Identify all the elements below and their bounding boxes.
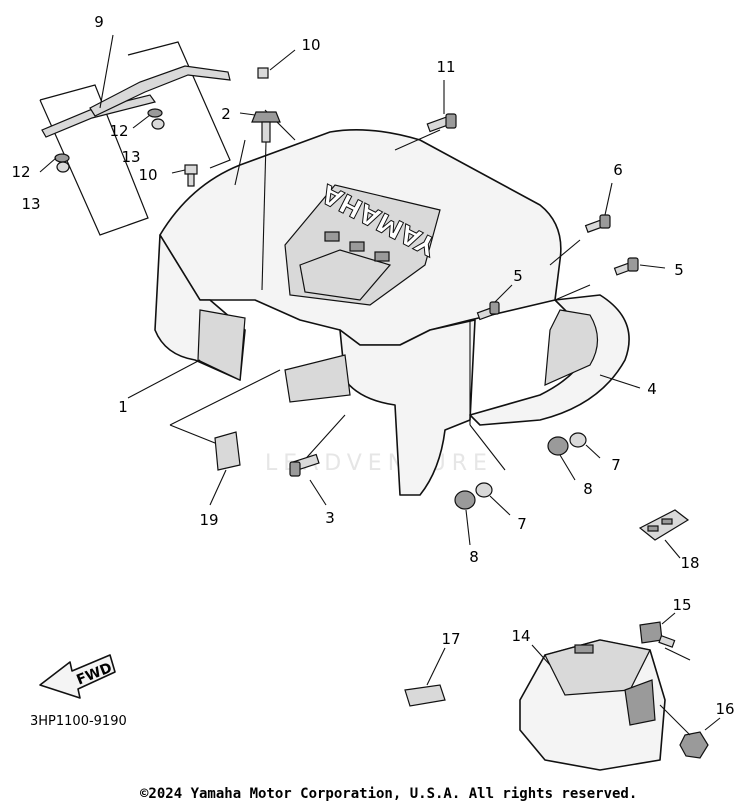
callout-1: 1 xyxy=(118,398,128,416)
callout-4: 4 xyxy=(647,380,657,398)
callout-13a: 13 xyxy=(121,148,140,166)
callout-labels: 1 2 3 4 5 5 6 7 7 8 8 9 10 10 11 12 12 1… xyxy=(11,13,734,718)
callout-8a: 8 xyxy=(583,480,593,498)
callout-14: 14 xyxy=(511,627,530,645)
callout-7b: 7 xyxy=(517,515,527,533)
diagram-part-code: 3HP1100-9190 xyxy=(30,714,127,729)
callout-7a: 7 xyxy=(611,456,621,474)
bolt-fasteners xyxy=(171,49,666,546)
callout-16: 16 xyxy=(715,700,734,718)
part-15-16-hardware xyxy=(639,612,721,759)
part-4-side-cover xyxy=(469,294,641,426)
callout-6: 6 xyxy=(613,161,623,179)
forward-direction-arrow: FWD xyxy=(39,654,116,699)
part-17-pad xyxy=(404,647,446,707)
callout-10b: 10 xyxy=(138,166,157,184)
part-9-bracket-group xyxy=(39,34,231,236)
assembly-leader-lines xyxy=(127,109,591,471)
callout-9: 9 xyxy=(94,13,104,31)
callout-2: 2 xyxy=(221,105,231,123)
callout-5a: 5 xyxy=(513,267,523,285)
callout-12a: 12 xyxy=(109,122,128,140)
callout-18: 18 xyxy=(680,554,699,572)
part-19-plate xyxy=(209,431,241,506)
part-1-rear-fender: YAMAHA xyxy=(154,128,562,496)
part-14-storage-box xyxy=(519,639,666,771)
callout-10a: 10 xyxy=(301,36,320,54)
callout-8b: 8 xyxy=(469,548,479,566)
callout-19: 19 xyxy=(199,511,218,529)
part-18-clip xyxy=(638,509,690,559)
callout-5b: 5 xyxy=(674,261,684,279)
part-12-13-clips xyxy=(39,108,165,173)
callout-11: 11 xyxy=(436,58,455,76)
callout-17: 17 xyxy=(441,630,460,648)
copyright-notice: ©2024 Yamaha Motor Corporation, U.S.A. A… xyxy=(140,786,638,802)
callout-13b: 13 xyxy=(21,195,40,213)
callout-3: 3 xyxy=(325,509,335,527)
callout-12b: 12 xyxy=(11,163,30,181)
callout-15: 15 xyxy=(672,596,691,614)
